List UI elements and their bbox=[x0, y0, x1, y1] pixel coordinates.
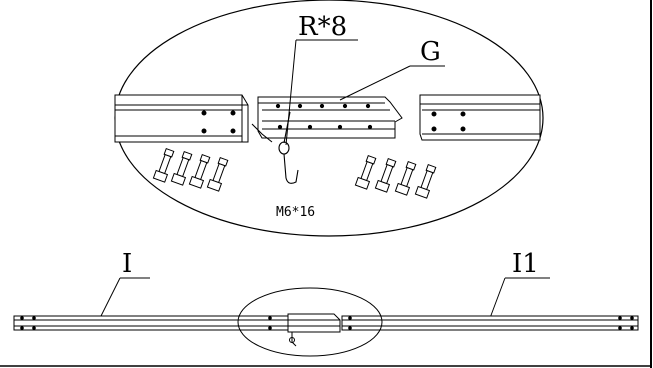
bolts-left bbox=[152, 147, 229, 192]
label-channel: G bbox=[420, 37, 441, 67]
detail-channel-g bbox=[257, 96, 403, 139]
label-rail-right: I1 bbox=[512, 249, 539, 279]
label-rail-left: I bbox=[122, 249, 132, 279]
label-rivet: R*8 bbox=[298, 12, 347, 42]
main-rail-right bbox=[341, 315, 639, 331]
joint-callout-ellipse bbox=[237, 287, 383, 357]
label-bolt: M6*16 bbox=[276, 205, 315, 220]
leader-lines bbox=[99, 39, 550, 319]
main-channel bbox=[287, 313, 341, 347]
detail-rail-right bbox=[419, 94, 541, 141]
main-rail-left bbox=[13, 315, 289, 331]
bolts-right bbox=[354, 154, 437, 199]
detail-rail-left bbox=[114, 94, 249, 143]
